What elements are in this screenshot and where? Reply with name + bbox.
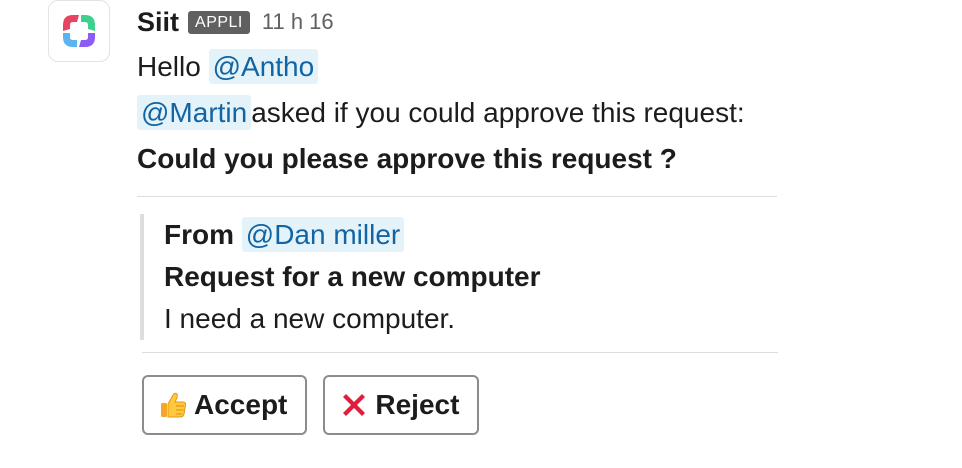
recipient-mention[interactable]: @Antho bbox=[208, 49, 319, 84]
action-buttons: Accept Reject bbox=[142, 375, 937, 435]
request-quote: From @Dan miller Request for a new compu… bbox=[140, 214, 774, 340]
from-mention[interactable]: @Dan miller bbox=[241, 217, 405, 252]
from-line: From @Dan miller bbox=[164, 214, 774, 256]
greeting-line: Hello @Antho bbox=[137, 44, 937, 90]
actions-divider bbox=[142, 352, 778, 353]
requester-mention[interactable]: @Martin bbox=[137, 95, 252, 130]
greeting-text: Hello bbox=[137, 51, 201, 82]
question-line: Could you please approve this request ? bbox=[137, 143, 677, 174]
red-x-icon bbox=[339, 390, 369, 420]
from-label: From bbox=[164, 219, 234, 250]
message-timestamp[interactable]: 11 h 16 bbox=[261, 9, 334, 34]
reject-label: Reject bbox=[375, 389, 460, 420]
request-title: Request for a new computer bbox=[164, 261, 541, 292]
app-avatar[interactable] bbox=[48, 0, 110, 62]
accept-button[interactable]: Accept bbox=[142, 375, 308, 435]
reject-button[interactable]: Reject bbox=[323, 375, 480, 435]
request-text: asked if you could approve this request: bbox=[251, 97, 745, 128]
sender-name[interactable]: Siit bbox=[137, 6, 180, 37]
message-header: Siit APPLI 11 h 16 bbox=[137, 0, 937, 44]
request-description: I need a new computer. bbox=[164, 303, 456, 334]
thumbs-up-icon bbox=[158, 390, 188, 420]
accept-label: Accept bbox=[194, 389, 288, 420]
siit-logo-icon bbox=[63, 15, 95, 47]
section-divider bbox=[137, 196, 777, 197]
app-badge: APPLI bbox=[188, 10, 250, 34]
